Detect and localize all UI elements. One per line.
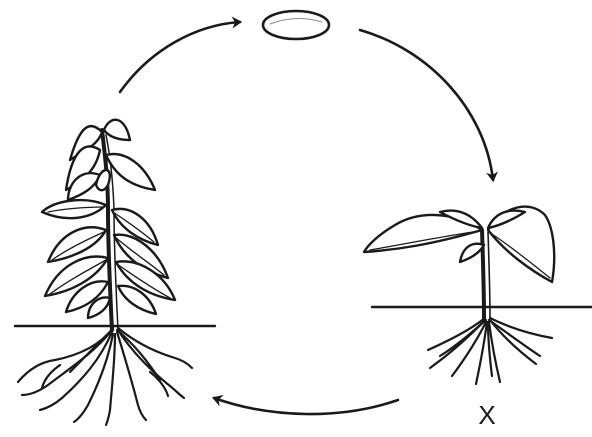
- arrow-to-mature-plant: [214, 398, 398, 414]
- seed: [263, 11, 329, 39]
- arrow-to-seedling: [360, 30, 493, 180]
- mature-roots: [18, 328, 192, 425]
- seedling-roots: [428, 318, 552, 384]
- seedling-label: X: [472, 400, 502, 430]
- seedling: [364, 207, 592, 384]
- arrow-to-seed: [120, 22, 240, 92]
- seedling-stem: [482, 230, 484, 318]
- mature-plant: [15, 120, 215, 425]
